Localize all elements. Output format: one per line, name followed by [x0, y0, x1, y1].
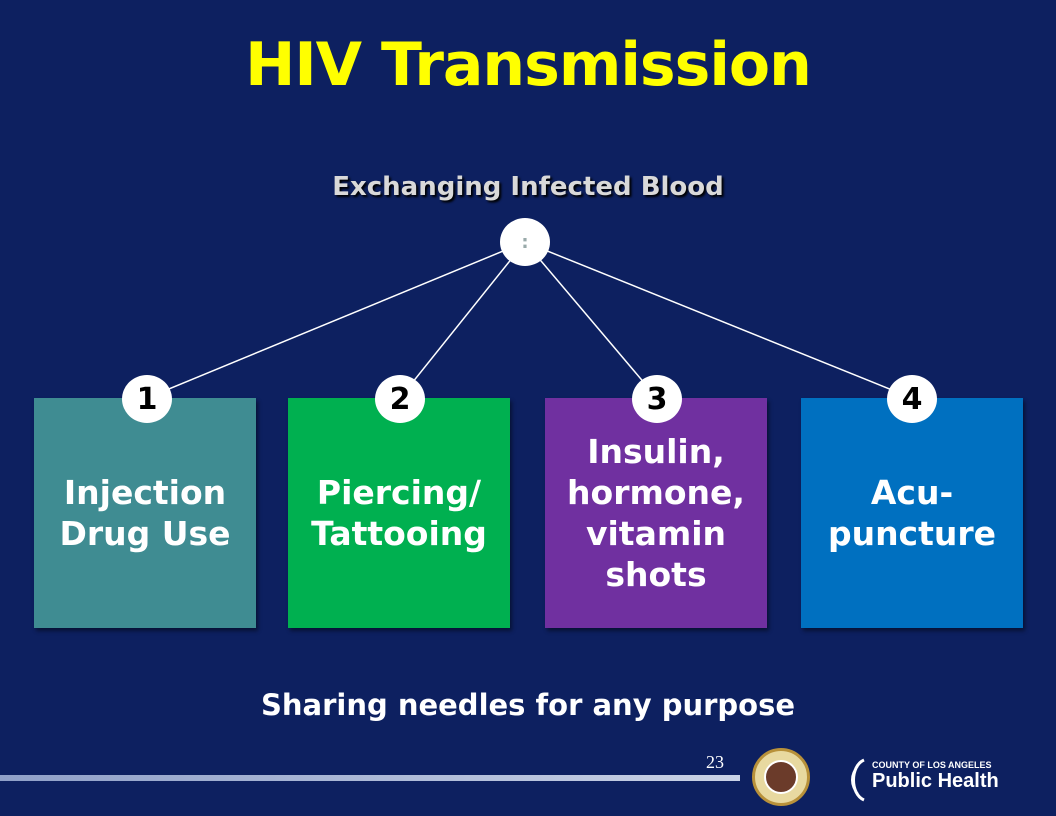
route-label: Acu-puncture — [827, 472, 997, 553]
route-label: Insulin, hormone, vitamin shots — [567, 431, 745, 595]
connector-1 — [146, 241, 526, 399]
connector-3 — [524, 241, 658, 399]
logo-county-text: COUNTY OF LOS ANGELES — [872, 760, 992, 770]
connector-2 — [399, 241, 526, 399]
route-number-badge: 2 — [375, 375, 425, 423]
route-box-injection-drug-use: Injection Drug Use — [34, 398, 256, 628]
page-number: 23 — [706, 752, 724, 772]
county-seal-icon — [752, 748, 810, 806]
route-box-piercing-tattooing: Piercing/ Tattooing — [288, 398, 510, 628]
slide-title: HIV Transmission — [245, 30, 812, 100]
public-health-logo-icon — [851, 758, 865, 802]
seal-center — [764, 760, 798, 794]
logo-public-health-text: Public Health — [872, 770, 999, 792]
route-box-acupuncture: Acu-puncture — [801, 398, 1023, 628]
hub-label: : — [521, 231, 529, 253]
route-box-shots: Insulin, hormone, vitamin shots — [545, 398, 767, 628]
public-health-logo: COUNTY OF LOS ANGELES Public Health — [846, 756, 999, 806]
route-number-badge: 4 — [887, 375, 937, 423]
connector-4 — [524, 241, 913, 399]
route-number-badge: 1 — [122, 375, 172, 423]
route-number-badge: 3 — [632, 375, 682, 423]
route-label: Piercing/ Tattooing — [311, 472, 487, 553]
footer-divider — [0, 775, 740, 781]
hub-node: : — [500, 218, 550, 266]
footer-caption: Sharing needles for any purpose — [260, 688, 796, 722]
diagram-heading: Exchanging Infected Blood — [332, 172, 724, 202]
route-label: Injection Drug Use — [59, 472, 231, 553]
